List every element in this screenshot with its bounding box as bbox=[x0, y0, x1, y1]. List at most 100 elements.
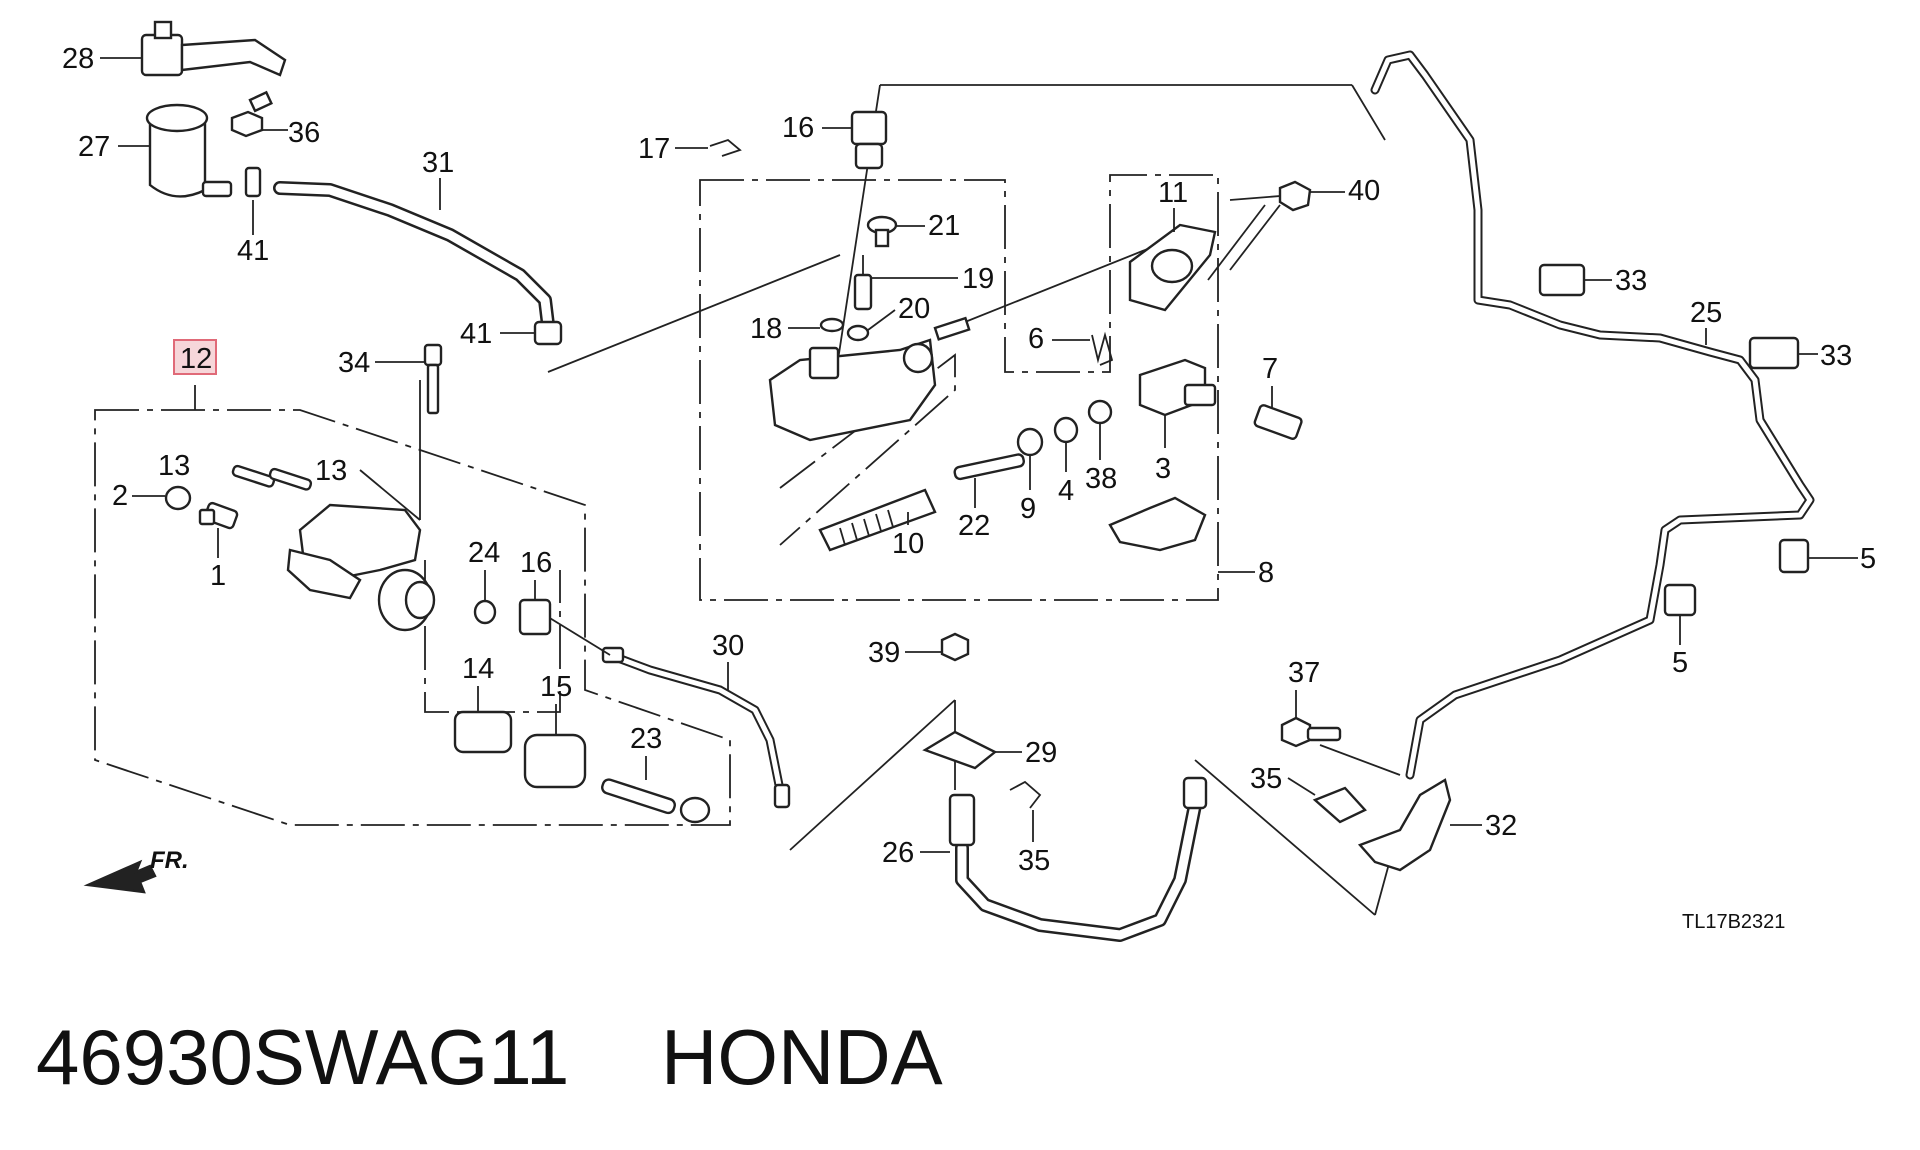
clutch-hose-26 bbox=[948, 776, 1208, 942]
slave-kit-outline bbox=[699, 174, 1219, 601]
union-nut-16-lower bbox=[518, 598, 552, 636]
callout-31: 31 bbox=[422, 147, 454, 179]
clutch-pipe-25 bbox=[1370, 50, 1815, 780]
callout-12-highlight[interactable]: 12 bbox=[173, 339, 217, 410]
callout-33-upper: 33 bbox=[1615, 265, 1647, 297]
clamp-33-lower bbox=[1748, 336, 1800, 370]
reservoir-27 bbox=[145, 103, 233, 198]
front-direction-label: FR. bbox=[150, 847, 189, 874]
washer-18 bbox=[819, 317, 845, 333]
callout-19: 19 bbox=[962, 263, 994, 295]
callout-12-box bbox=[173, 339, 217, 375]
slave-cylinder-body bbox=[768, 316, 971, 442]
callout-34: 34 bbox=[338, 347, 370, 379]
callout-32: 32 bbox=[1485, 810, 1517, 842]
callout-41-upper: 41 bbox=[237, 235, 269, 267]
bolt-34 bbox=[423, 343, 443, 415]
pin-7 bbox=[1253, 404, 1303, 440]
callout-20: 20 bbox=[898, 293, 930, 325]
diagram-code: TL17B2321 bbox=[1682, 911, 1785, 933]
callout-16-top: 16 bbox=[782, 112, 814, 144]
part-number: 46930SWAG11 bbox=[36, 1013, 570, 1101]
pins-13 bbox=[231, 464, 313, 491]
gasket-11 bbox=[1128, 223, 1217, 312]
callout-38: 38 bbox=[1085, 463, 1117, 495]
clamp-33-upper bbox=[1538, 263, 1586, 297]
callout-8: 8 bbox=[1258, 557, 1274, 589]
callout-3: 3 bbox=[1155, 453, 1171, 485]
repair-kit-bag-8 bbox=[1108, 496, 1207, 552]
washer-24 bbox=[473, 599, 497, 625]
callout-1: 1 bbox=[210, 560, 226, 592]
cap-2 bbox=[164, 485, 192, 511]
union-nut-16-top bbox=[850, 110, 888, 170]
piston-spring-10 bbox=[818, 488, 937, 552]
callout-16-lower: 16 bbox=[520, 547, 552, 579]
callout-18: 18 bbox=[750, 313, 782, 345]
callout-35-right: 35 bbox=[1250, 763, 1282, 795]
callout-35-left: 35 bbox=[1018, 845, 1050, 877]
push-rod-23 bbox=[601, 778, 711, 824]
callout-11: 11 bbox=[1158, 177, 1188, 209]
bolt-21 bbox=[866, 215, 898, 248]
bracket-28 bbox=[140, 20, 287, 77]
bracket-3 bbox=[1138, 358, 1217, 417]
callout-37: 37 bbox=[1288, 657, 1320, 689]
callout-25: 25 bbox=[1690, 297, 1722, 329]
leader-lines bbox=[359, 84, 1401, 916]
nut-39 bbox=[940, 632, 970, 662]
callout-40: 40 bbox=[1348, 175, 1380, 207]
clip-35-right bbox=[1312, 786, 1367, 824]
callout-27: 27 bbox=[78, 131, 110, 163]
callout-9: 9 bbox=[1020, 493, 1036, 525]
clip-5-lower bbox=[1663, 583, 1697, 617]
bracket-29 bbox=[922, 730, 998, 770]
callout-28: 28 bbox=[62, 43, 94, 75]
callout-2: 2 bbox=[112, 480, 128, 512]
clutch-pipe-30 bbox=[601, 646, 791, 809]
nut-38 bbox=[1087, 399, 1113, 425]
master-cylinder-body bbox=[286, 503, 436, 632]
clip-5-right bbox=[1778, 538, 1810, 574]
circlip-4 bbox=[1053, 416, 1079, 444]
brand-name: HONDA bbox=[661, 1013, 943, 1101]
clip-35-left bbox=[1009, 780, 1042, 809]
callout-39: 39 bbox=[868, 637, 900, 669]
clamp-41-lower bbox=[533, 320, 563, 346]
callout-33-lower: 33 bbox=[1820, 340, 1852, 372]
front-direction-arrow: FR. bbox=[83, 847, 189, 894]
callout-36: 36 bbox=[288, 117, 320, 149]
callout-17: 17 bbox=[638, 133, 670, 165]
callout-23: 23 bbox=[630, 723, 662, 755]
callout-24: 24 bbox=[468, 537, 500, 569]
push-rod-22 bbox=[953, 453, 1025, 481]
callout-30: 30 bbox=[712, 630, 744, 662]
bracket-32 bbox=[1357, 778, 1452, 872]
bleeder-19 bbox=[853, 255, 873, 311]
callout-10: 10 bbox=[892, 528, 924, 560]
callout-6: 6 bbox=[1028, 323, 1044, 355]
boot-9 bbox=[1016, 427, 1044, 457]
clamp-41-upper bbox=[244, 166, 262, 198]
bolt-37 bbox=[1280, 716, 1342, 748]
callout-21: 21 bbox=[928, 210, 960, 242]
callout-12: 12 bbox=[180, 343, 212, 375]
cap-20 bbox=[846, 324, 870, 342]
assembly-12-outline bbox=[94, 409, 731, 826]
callout-41-lower: 41 bbox=[460, 318, 492, 350]
piston-14 bbox=[453, 710, 513, 754]
callout-15: 15 bbox=[540, 671, 572, 703]
reservoir-hose-31 bbox=[273, 181, 555, 332]
callout-5-right: 5 bbox=[1860, 543, 1876, 575]
clip-17 bbox=[709, 138, 742, 157]
callout-13-right: 13 bbox=[315, 455, 347, 487]
seal-15 bbox=[523, 733, 587, 789]
footer: 46930SWAG11 HONDA bbox=[36, 1012, 943, 1112]
callouts: 28 27 36 41 31 41 34 13 13 2 1 24 16 14 … bbox=[62, 43, 1876, 877]
callout-5-lower: 5 bbox=[1672, 647, 1688, 679]
joint-1 bbox=[198, 501, 239, 530]
callout-4: 4 bbox=[1058, 475, 1074, 507]
callout-29: 29 bbox=[1025, 737, 1057, 769]
callout-7: 7 bbox=[1262, 353, 1278, 385]
